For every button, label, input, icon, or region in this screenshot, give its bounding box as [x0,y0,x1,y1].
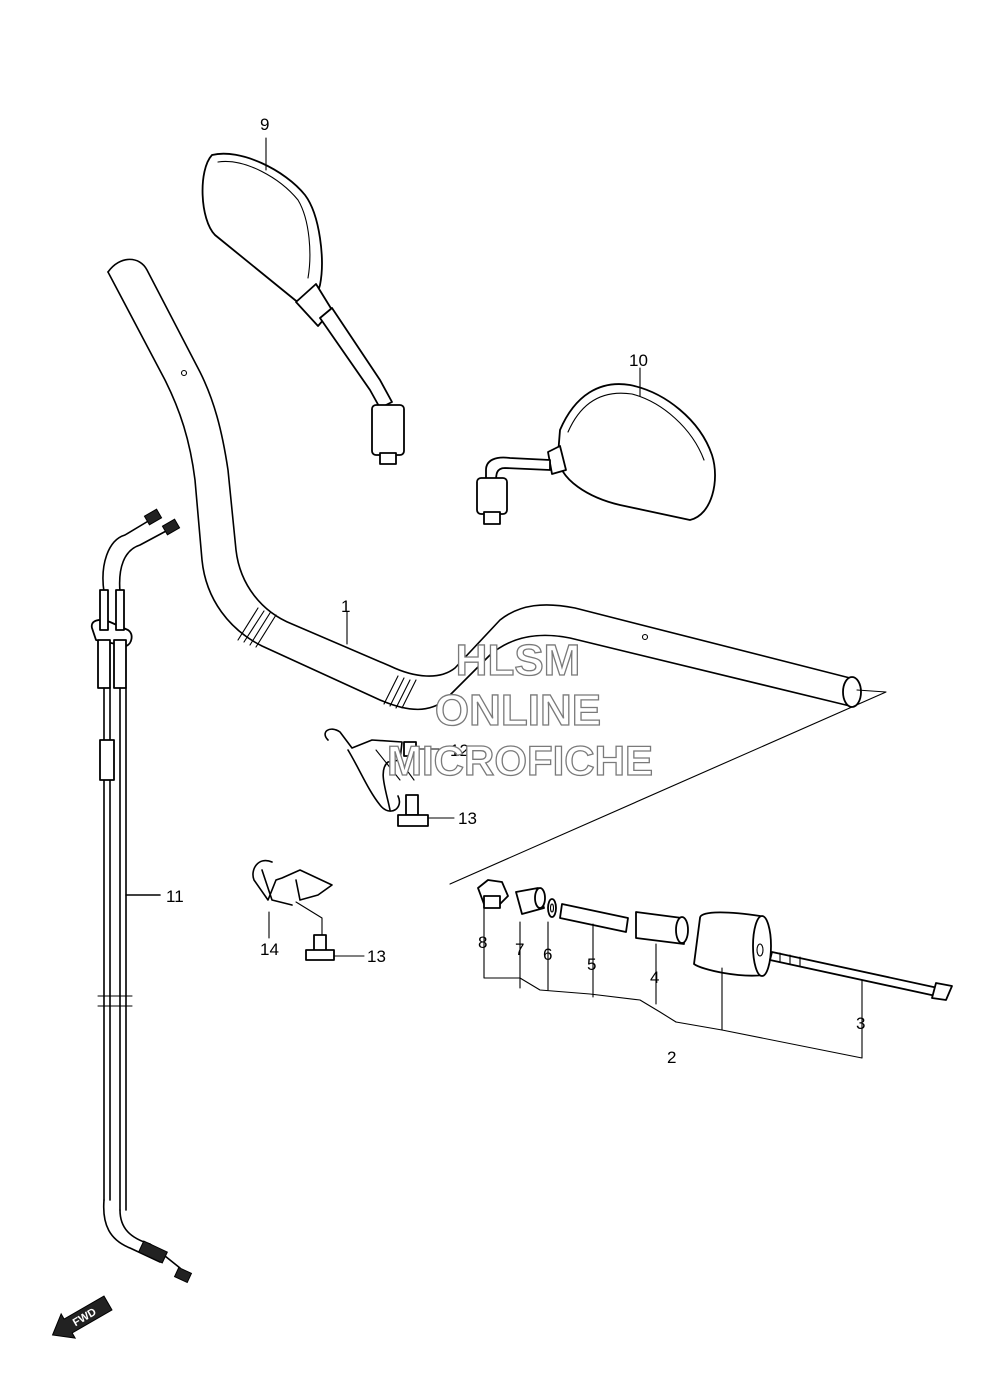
mirror-right [476,383,716,525]
callout-10: 10 [629,351,648,370]
cable-guide-bracket [252,859,333,939]
callout-12: 12 [450,741,469,760]
callout-14: 14 [260,940,279,959]
callout-4: 4 [650,968,659,987]
callout-2: 2 [667,1048,676,1067]
callout-13-upper: 13 [458,809,477,828]
callout-3: 3 [856,1014,865,1033]
callout-9: 9 [260,115,269,134]
bolt-lower [305,934,365,961]
callout-7: 7 [515,940,524,959]
cable-clamp [324,728,447,812]
callout-1: 1 [341,597,350,616]
mirror-left [201,152,405,465]
bolt-upper [397,794,455,827]
watermark-line-1: HLSM [456,636,581,685]
bar-end-assembly [449,689,953,1059]
callout-5: 5 [587,955,596,974]
callout-11: 11 [166,887,184,906]
callout-6: 6 [543,945,552,964]
throttle-cable [90,508,193,1284]
watermark-line-2: ONLINE [435,686,601,735]
forward-direction-arrow: FWD [51,1295,113,1339]
handlebar [107,258,862,711]
watermark-line-3: MICROFICHE [387,737,653,784]
callout-13-lower: 13 [367,947,386,966]
callout-8: 8 [478,933,487,952]
forward-arrow-icon [51,1295,113,1339]
